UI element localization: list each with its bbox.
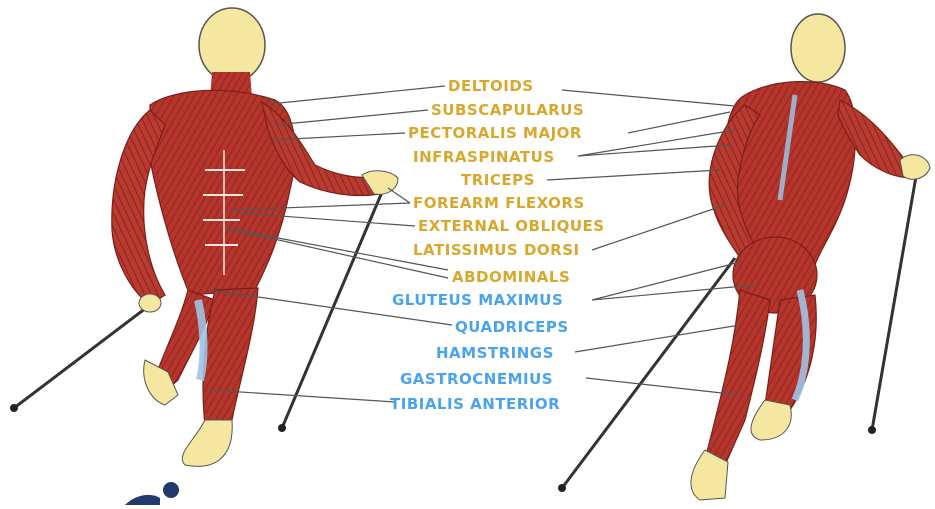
back-figure [558,14,930,500]
front-right-leg [203,288,258,425]
front-left-arm [112,110,165,305]
label-deltoids: DELTOIDS [448,77,534,95]
label-hamstrings: HAMSTRINGS [436,344,554,362]
label-abdominals: ABDOMINALS [452,268,570,286]
front-left-pole [14,305,150,408]
label-quadriceps: QUADRICEPS [455,318,569,336]
label-forearm-flexors: FOREARM FLEXORS [413,194,585,212]
label-external-obliques: EXTERNAL OBLIQUES [418,217,605,235]
label-triceps: TRICEPS [461,171,535,189]
front-head [199,8,265,82]
label-subscapularus: SUBSCAPULARUS [431,101,584,119]
label-gastrocnemius: GASTROCNEMIUS [400,370,553,388]
label-latissimus-dorsi: LATISSIMUS DORSI [413,241,580,259]
label-infraspinatus: INFRASPINATUS [413,148,555,166]
front-figure [10,8,398,466]
back-head [791,14,845,82]
label-tibialis-anterior: TIBIALIS ANTERIOR [390,395,560,413]
logo-mark [125,482,179,505]
back-right-pole [872,165,918,430]
label-gluteus-maximus: GLUTEUS MAXIMUS [392,291,563,309]
label-pectoralis-major: PECTORALIS MAJOR [408,124,582,142]
